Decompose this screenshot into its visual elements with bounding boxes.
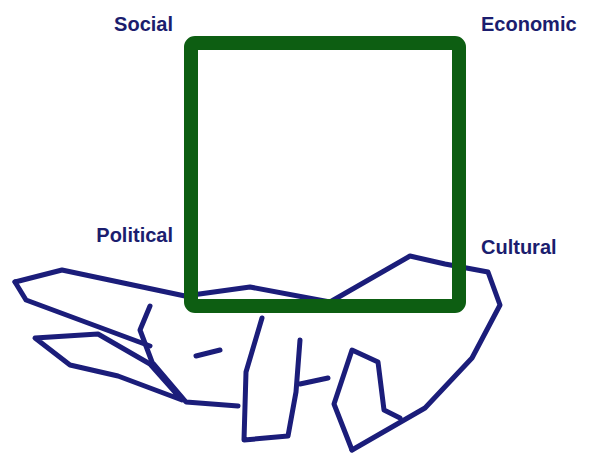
finger (244, 318, 328, 440)
finger (140, 306, 238, 406)
finger (334, 350, 400, 450)
green-square (191, 43, 459, 306)
corner-label: Economic (481, 12, 577, 36)
corner-label: Social (114, 12, 173, 36)
corner-label: Cultural (481, 235, 557, 259)
hand-outline (15, 256, 500, 450)
corner-label: Political (96, 223, 173, 247)
finger (35, 334, 182, 400)
